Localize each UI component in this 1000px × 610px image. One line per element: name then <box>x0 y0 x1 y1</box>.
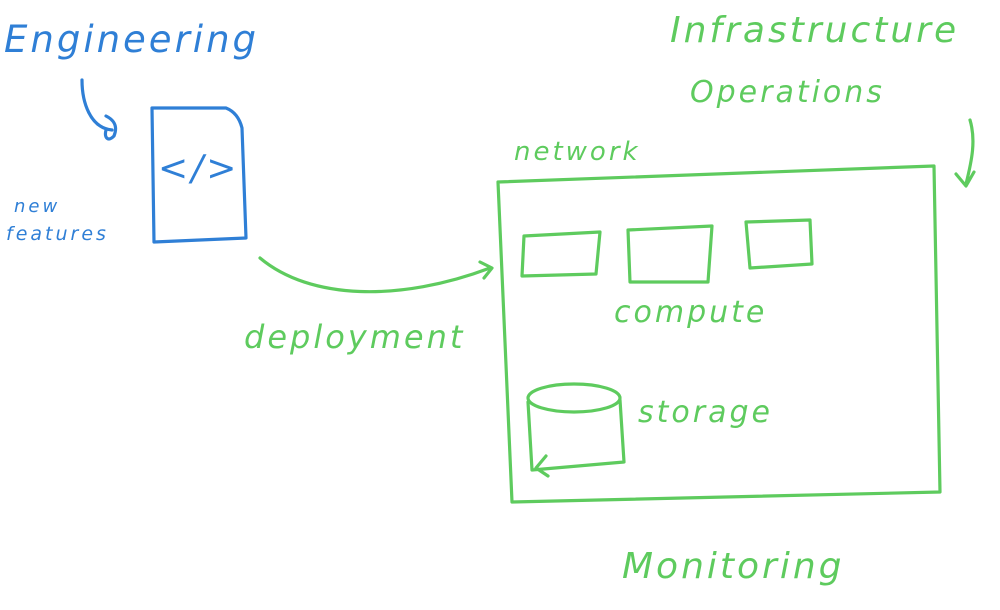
deployment-arrow <box>258 256 494 294</box>
database-cylinder-icon <box>526 382 626 478</box>
deployment-label: deployment <box>244 318 465 356</box>
server-box-icon <box>744 218 814 270</box>
network-label: network <box>514 137 641 167</box>
compute-label: compute <box>614 295 767 330</box>
monitoring-label: Monitoring <box>622 546 845 587</box>
code-file-symbol: </> <box>158 148 239 189</box>
new-features-label-line2: features <box>6 223 109 245</box>
infrastructure-title: Infrastructure <box>670 10 959 51</box>
operations-title: Operations <box>690 75 885 110</box>
engineering-to-code-arrow <box>80 78 118 141</box>
engineering-title: Engineering <box>4 18 259 61</box>
server-box-icon <box>626 224 714 284</box>
new-features-label-line1: new <box>14 196 60 217</box>
code-file-icon: </> <box>150 106 248 244</box>
operations-to-network-arrow <box>954 118 976 188</box>
network-boundary <box>496 164 942 504</box>
storage-label: storage <box>638 395 773 430</box>
server-box-icon <box>520 230 602 278</box>
compute-nodes <box>520 218 814 284</box>
